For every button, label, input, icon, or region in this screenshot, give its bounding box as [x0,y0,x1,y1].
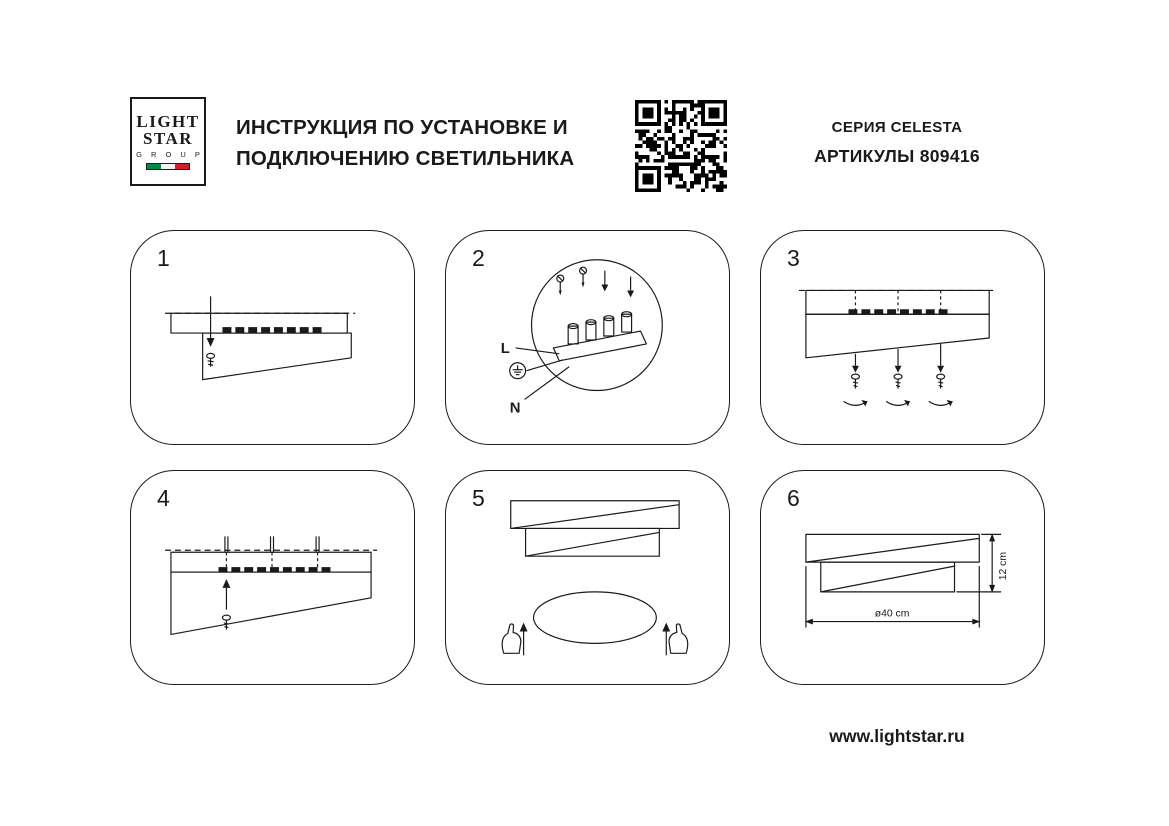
step-number-6: 6 [787,485,800,511]
detail-zoom-circle [530,259,663,392]
hand-right-icon [668,623,689,654]
screw-shafts [854,343,942,366]
title-line-2: ПОДКЛЮЧЕНИЮ СВЕТИЛЬНИКА [236,147,575,170]
height-dimension-label: 12 cm [998,552,1009,580]
rotation-arrows [843,400,953,406]
lift-arrowheads [519,622,671,632]
screw-icon [221,614,231,630]
step-number-5: 5 [472,485,485,511]
dimension-arrowheads [804,533,996,625]
step-6-diagram: 12 cm ø40 cm [804,533,1009,628]
terminal-strip [206,327,322,347]
press-arrows [604,270,632,291]
screw-icon [206,352,216,367]
step-3-diagram [798,289,998,407]
step-number-2: 2 [472,245,485,271]
dimension-diameter [805,566,980,628]
fixture-body [510,500,680,557]
diameter-dimension-label: ø40 cm [875,609,910,620]
screw-icons [850,373,946,389]
title-line-1: ИНСТРУКЦИЯ ПО УСТАНОВКЕ И [236,116,568,139]
step-panel-5: 5 [445,470,730,685]
flag-red-stripe [175,164,189,169]
lamp-shade [170,571,372,636]
step-panel-1: 1 [130,230,415,445]
logo-word-group: G R O U P [136,150,204,159]
step-panel-3: 3 [760,230,1045,445]
arrowheads [558,282,635,298]
ground-icon [509,362,527,380]
article-number: АРТИКУЛЫ 809416 [814,146,980,166]
step-panel-2: 2 [445,230,730,445]
step-panel-4: 4 [130,470,415,685]
diffuser-ring [532,591,657,644]
logo-word-light: LIGHT [136,112,200,131]
step-panel-6: 6 [760,470,1045,685]
step-2-diagram: L N [501,259,663,416]
lightstar-logo: LIGHT STAR G R O U P [130,97,206,186]
product-info: СЕРИЯ CELESTA АРТИКУЛЫ 809416 [772,119,1022,167]
page-title: ИНСТРУКЦИЯ ПО УСТАНОВКЕ И ПОДКЛЮЧЕНИЮ СВ… [236,112,574,174]
screw-arrowhead-up [222,578,231,588]
step-number-4: 4 [157,485,170,511]
ceiling-screws [224,536,320,571]
terminal-cylinders [567,311,633,345]
qr-code [635,100,727,192]
terminal-block-base [552,330,648,362]
hand-left-icon [501,623,522,654]
wire-lines [515,347,570,400]
step-1-diagram [165,296,356,381]
label-live: L [501,341,510,357]
step-number-3: 3 [787,245,800,271]
loose-screw-icon [556,266,588,291]
flag-white-stripe [161,164,175,169]
terminal-strip [848,309,953,407]
series-label: СЕРИЯ CELESTA [831,119,963,136]
lamp-shade [202,332,352,381]
logo-word-star: STAR [142,129,194,148]
step-4-diagram [165,536,378,636]
label-neutral: N [510,400,521,416]
step-number-1: 1 [157,245,170,271]
italian-flag-icon [146,163,190,170]
website-url: www.lightstar.ru [829,726,965,746]
flag-green-stripe [147,164,161,169]
fixture-side-view [805,533,980,593]
step-5-diagram [501,500,689,656]
terminal-strip [218,567,331,588]
screw-arrowhead [206,337,215,347]
